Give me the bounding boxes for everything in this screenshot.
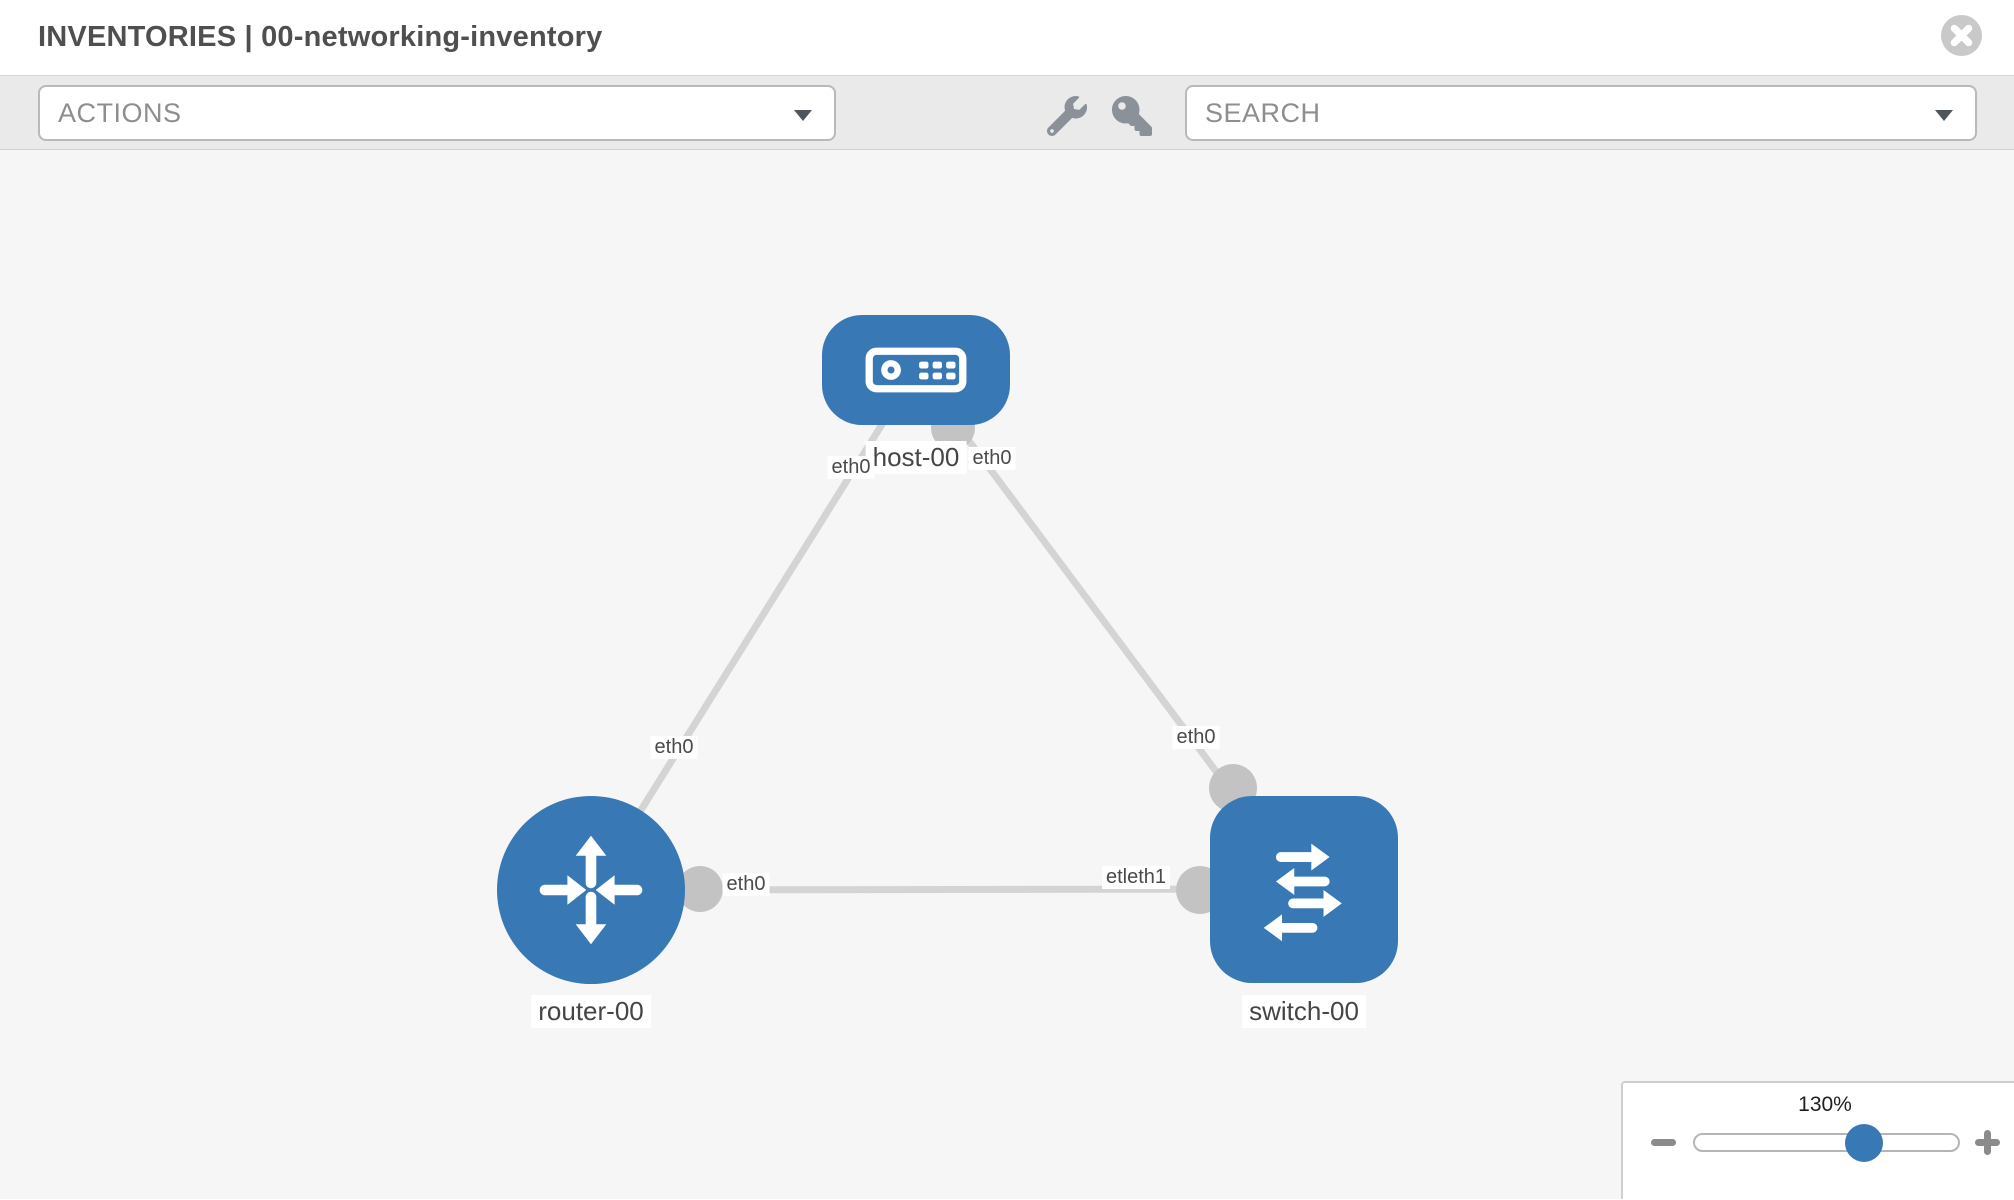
chevron-down-icon <box>1935 110 1953 121</box>
host-icon <box>865 347 967 393</box>
router-icon <box>539 835 643 945</box>
zoom-slider-knob[interactable] <box>1845 1124 1883 1162</box>
actions-dropdown[interactable]: ACTIONS <box>38 85 836 141</box>
links-layer <box>588 367 1307 914</box>
close-button[interactable] <box>1941 15 1982 56</box>
page-title: INVENTORIES | 00-networking-inventory <box>38 21 603 53</box>
topology-canvas[interactable]: host-00 router-00 switch-00 eth0 eth0 et… <box>0 150 2014 1199</box>
actions-dropdown-label: ACTIONS <box>58 98 182 128</box>
toolbar: ACTIONS SEARCH <box>0 76 2014 150</box>
node-host-00[interactable] <box>822 315 1010 425</box>
search-placeholder: SEARCH <box>1205 98 1321 128</box>
node-router-00[interactable] <box>497 796 685 984</box>
close-icon <box>1941 15 1982 56</box>
interface-dot[interactable] <box>677 866 723 912</box>
zoom-panel: 130% <box>1621 1081 2014 1199</box>
zoom-out-button[interactable] <box>1651 1139 1676 1146</box>
node-label-router-00: router-00 <box>531 995 651 1028</box>
node-label-host-00: host-00 <box>865 441 967 474</box>
header: INVENTORIES | 00-networking-inventory <box>0 0 2014 76</box>
zoom-in-button[interactable] <box>1975 1130 2000 1155</box>
key-icon <box>1112 96 1152 136</box>
chevron-down-icon <box>794 110 812 121</box>
zoom-level: 130% <box>1798 1093 1852 1116</box>
adhoc-commands-button[interactable] <box>1046 96 1087 137</box>
iface-label-switch-left: etleth1 <box>1101 866 1171 889</box>
iface-label-router-right: eth0 <box>722 873 770 896</box>
wrench-icon <box>1046 96 1087 137</box>
iface-label-router-uplink: eth0 <box>650 736 698 759</box>
interface-markers <box>677 406 1257 914</box>
search-dropdown[interactable]: SEARCH <box>1185 85 1977 141</box>
node-switch-00[interactable] <box>1210 796 1398 983</box>
node-label-switch-00: switch-00 <box>1242 995 1366 1028</box>
credentials-button[interactable] <box>1112 96 1152 136</box>
zoom-slider-track[interactable] <box>1693 1133 1960 1152</box>
iface-label-switch-uplink: eth0 <box>1172 726 1220 749</box>
iface-label-host-left: eth0 <box>827 456 875 479</box>
switch-icon <box>1263 843 1342 941</box>
iface-label-host-right: eth0 <box>968 447 1016 470</box>
